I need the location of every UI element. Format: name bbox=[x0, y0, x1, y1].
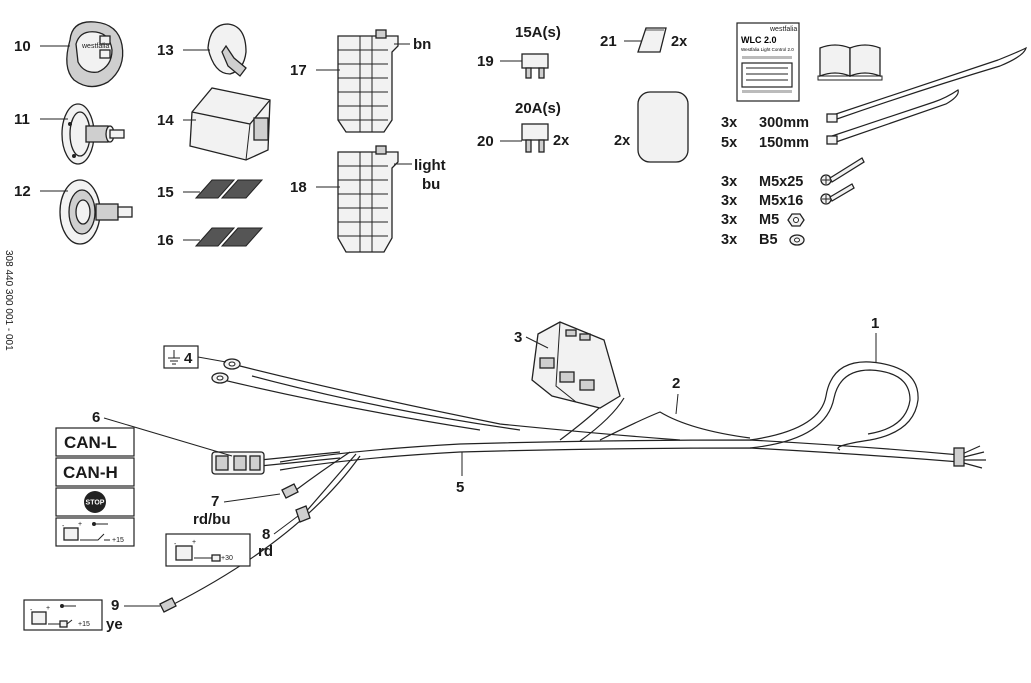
wire-color-rd-bu: rd/bu bbox=[193, 511, 231, 528]
cable-tie-long-icon bbox=[826, 46, 1027, 123]
tie-short-size: 150mm bbox=[759, 135, 809, 151]
svg-text:+: + bbox=[78, 521, 82, 528]
wire-color-bu: bu bbox=[422, 176, 440, 193]
hw-m5x16-quantity: 3x bbox=[721, 193, 737, 209]
part-label-10: 10 bbox=[14, 38, 31, 55]
screw-m5x16-icon bbox=[820, 183, 855, 205]
part-label-18: 18 bbox=[290, 179, 307, 196]
part-label-13: 13 bbox=[157, 42, 174, 59]
part-label-16: 16 bbox=[157, 232, 174, 249]
connector-strip-18-icon bbox=[337, 145, 399, 253]
hw-m5-quantity: 3x bbox=[721, 212, 737, 228]
fuse-15a-icon bbox=[521, 53, 549, 79]
sticker-quantity: 2x bbox=[671, 34, 687, 50]
part-label-11: 11 bbox=[14, 111, 30, 128]
fuse-20a-icon bbox=[521, 123, 549, 153]
part-label-1: 1 bbox=[871, 315, 879, 332]
wire-color-light: light bbox=[414, 157, 446, 174]
hw-m5x25-quantity: 3x bbox=[721, 174, 737, 190]
can-h-box: CAN-H bbox=[55, 457, 135, 487]
wire-color-bn: bn bbox=[413, 36, 431, 53]
ignition-15-box: - + +15 bbox=[55, 517, 135, 547]
connector-9-icon bbox=[159, 597, 177, 613]
part-label-12: 12 bbox=[14, 183, 31, 200]
part-label-9: 9 bbox=[111, 597, 119, 614]
fuse-20a-quantity: 2x bbox=[553, 133, 569, 149]
can-h-label: CAN-H bbox=[63, 463, 118, 482]
svg-text:westfalia: westfalia bbox=[81, 43, 109, 50]
ignition-15b-box: - + +15 bbox=[23, 599, 103, 631]
can-l-label: CAN-L bbox=[64, 433, 117, 452]
connector-8-icon bbox=[295, 505, 311, 523]
part-label-20: 20 bbox=[477, 133, 494, 150]
connector-7-icon bbox=[281, 483, 299, 499]
hw-m5-name: M5 bbox=[759, 212, 779, 228]
hw-m5x16-name: M5x16 bbox=[759, 193, 803, 209]
part-label-19: 19 bbox=[477, 53, 494, 70]
can-connector-icon bbox=[211, 451, 265, 475]
pad-quantity: 2x bbox=[614, 133, 630, 149]
svg-text:+: + bbox=[192, 539, 196, 546]
wire-color-rd: rd bbox=[258, 543, 273, 560]
stop-box: STOP bbox=[55, 487, 135, 517]
multi-connector-icon bbox=[531, 321, 621, 409]
manual-subtitle: Westfalia Light Control 2.0 bbox=[741, 47, 794, 52]
cable-tie-short-icon bbox=[826, 89, 959, 145]
wire-color-ye: ye bbox=[106, 616, 123, 633]
plug-cap-icon bbox=[207, 23, 247, 77]
manual-icon: westfalia WLC 2.0 Westfalia Light Contro… bbox=[736, 22, 800, 102]
adhesive-pads-15-icon bbox=[194, 179, 264, 199]
battery-30-box: - + +30 bbox=[165, 533, 251, 567]
svg-text:+: + bbox=[46, 605, 50, 612]
ring-terminal-icon bbox=[211, 358, 241, 384]
screw-m5x25-icon bbox=[820, 157, 865, 186]
part-label-3: 3 bbox=[514, 329, 522, 346]
adhesive-pads-16-icon bbox=[194, 227, 264, 247]
part-label-5: 5 bbox=[456, 479, 464, 496]
svg-text:-: - bbox=[62, 523, 65, 530]
hw-b5-quantity: 3x bbox=[721, 232, 737, 248]
tie-short-quantity: 5x bbox=[721, 135, 737, 151]
fuse-15a-label: 15A(s) bbox=[515, 24, 561, 41]
ignition-15-label: +15 bbox=[112, 537, 124, 544]
manual-brand: westfalia bbox=[769, 26, 797, 33]
side-document-code: 308 440 300 001 - 001 bbox=[3, 250, 14, 351]
tie-long-quantity: 3x bbox=[721, 115, 737, 131]
socket-flange-icon bbox=[61, 103, 125, 165]
hw-b5-name: B5 bbox=[759, 232, 778, 248]
part-label-6: 6 bbox=[92, 409, 100, 426]
part-label-17: 17 bbox=[290, 62, 307, 79]
instructions-book-icon bbox=[817, 44, 883, 81]
manual-title: WLC 2.0 bbox=[741, 35, 777, 45]
part-label-2: 2 bbox=[672, 375, 680, 392]
ignition-15b-label: +15 bbox=[78, 621, 90, 628]
adhesive-pad-icon bbox=[637, 91, 689, 163]
part-label-15: 15 bbox=[157, 184, 174, 201]
control-module-icon bbox=[189, 87, 271, 161]
ground-symbol-box bbox=[163, 345, 199, 369]
svg-text:-: - bbox=[174, 541, 177, 548]
hw-m5x25-name: M5x25 bbox=[759, 174, 803, 190]
can-l-box: CAN-L bbox=[55, 427, 135, 457]
socket-plate-icon bbox=[59, 179, 133, 245]
tie-long-size: 300mm bbox=[759, 115, 809, 131]
part-label-14: 14 bbox=[157, 112, 174, 129]
sticker-icon bbox=[637, 27, 667, 53]
fuse-20a-label: 20A(s) bbox=[515, 100, 561, 117]
wiring-harness-icon bbox=[169, 361, 986, 607]
socket-13pin-icon: westfalia bbox=[66, 21, 124, 88]
part-label-8: 8 bbox=[262, 526, 270, 543]
svg-text:-: - bbox=[30, 607, 33, 614]
washer-b5-icon bbox=[789, 234, 805, 246]
part-label-7: 7 bbox=[211, 493, 219, 510]
part-label-21: 21 bbox=[600, 33, 617, 50]
part-label-4: 4 bbox=[184, 350, 193, 367]
connector-strip-17-icon bbox=[337, 29, 399, 133]
stop-sign-label: STOP bbox=[86, 500, 105, 507]
nut-m5-icon bbox=[787, 213, 805, 227]
battery-30-label: +30 bbox=[221, 555, 233, 562]
